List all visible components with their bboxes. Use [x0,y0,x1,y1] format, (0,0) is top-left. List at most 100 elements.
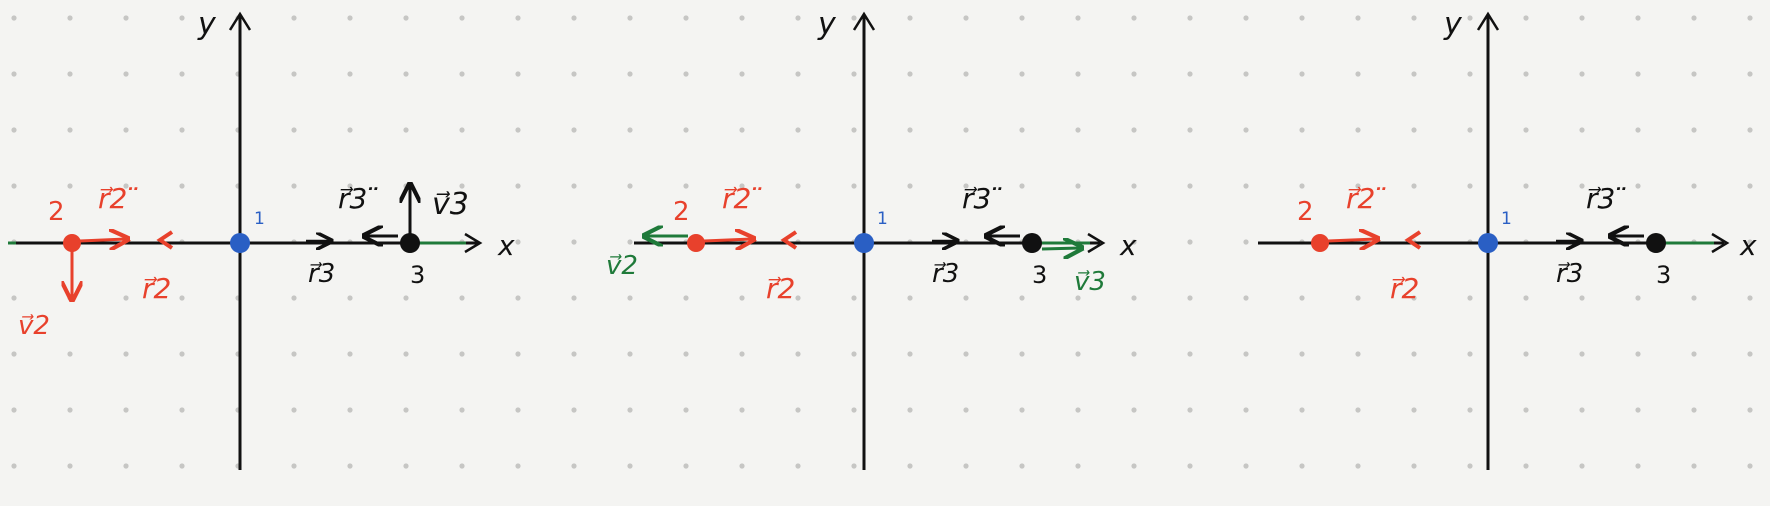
grid-dot [851,71,857,77]
grid-dot [1243,463,1249,469]
grid-dot [907,463,913,469]
grid-dot [459,295,465,301]
r3-acceleration-label: r⃗3 ̈ [962,182,1002,215]
r2-position-label: r⃗2 [142,272,171,305]
grid-dot [1411,183,1417,189]
grid-dot [1411,351,1417,357]
body-2 [63,234,81,252]
grid-dot [123,407,129,413]
body-3 [400,233,420,253]
grid-dot [1075,71,1081,77]
grid-dot [1187,407,1193,413]
grid-dot [1747,15,1753,21]
grid-dot [739,295,745,301]
grid-dot [963,71,969,77]
grid-dot [1187,295,1193,301]
grid-dot [1299,407,1305,413]
grid-dot [1187,127,1193,133]
grid-dot [1299,15,1305,21]
grid-dot [1467,71,1473,77]
grid-dot [795,183,801,189]
y-axis-label: y [197,7,217,42]
y-axis-arrowhead [852,11,876,31]
grid-dot [291,15,297,21]
grid-dot [739,351,745,357]
grid-dot [403,463,409,469]
grid-dot [739,183,745,189]
grid-dot [515,127,521,133]
grid-dot [459,127,465,133]
grid-dot [1019,183,1025,189]
grid-dot [1019,463,1025,469]
grid-dot [1243,183,1249,189]
grid-dot [1635,463,1641,469]
grid-dot [179,71,185,77]
grid-dot [291,295,297,301]
grid-dot [179,407,185,413]
r3-position-label: r⃗3 [1556,259,1583,289]
grid-dot [963,351,969,357]
grid-dot [739,127,745,133]
panel-1: x y 1 2 r⃗2 ̈ r⃗2 v⃗2 3 r⃗3 ̈ r⃗3 v⃗3 [8,7,515,470]
grid-dot [851,15,857,21]
body-3-label: 3 [410,261,425,289]
grid-dot [1131,295,1137,301]
grid-dot [1243,15,1249,21]
grid-dot [459,183,465,189]
grid-dot [1131,127,1137,133]
grid-dot [1523,127,1529,133]
grid-dot [1019,351,1025,357]
grid-dot [291,183,297,189]
grid-dot [347,127,353,133]
grid-dot [571,15,577,21]
grid-dot [1747,127,1753,133]
grid-dot [1523,295,1529,301]
grid-dot [1747,407,1753,413]
grid-dot [1131,71,1137,77]
grid-dot [1579,463,1585,469]
grid-dot [1411,463,1417,469]
grid-dot [1075,351,1081,357]
grid-dot [1299,71,1305,77]
grid-dot [123,71,129,77]
grid-dot [515,295,521,301]
grid-dot [347,183,353,189]
grid-dot [11,127,17,133]
grid-dot [1411,127,1417,133]
grid-dot [515,71,521,77]
grid-dot [1355,71,1361,77]
r2-acceleration-label: r⃗2 ̈ [1346,182,1386,215]
grid-dot [1075,407,1081,413]
grid-dot [1747,351,1753,357]
grid-dot [1747,183,1753,189]
grid-dot [67,351,73,357]
body-1-label: 1 [254,209,265,229]
grid-dot [627,127,633,133]
body-1-label: 1 [1501,209,1512,229]
grid-dot [1691,351,1697,357]
grid-dot [1579,351,1585,357]
r3-acceleration-label: r⃗3 ̈ [338,182,378,215]
red-arrowhead-mark [780,230,798,250]
grid-dot [1131,15,1137,21]
grid-dot [1747,71,1753,77]
grid-dot [1579,15,1585,21]
body-1-origin [230,233,250,253]
grid-dot [123,127,129,133]
grid-dot [1579,71,1585,77]
x-axis-label: x [1119,229,1137,262]
grid-dot [683,351,689,357]
grid-dot [1355,351,1361,357]
grid-dot [1523,407,1529,413]
grid-dot [123,463,129,469]
grid-dot [739,15,745,21]
grid-dot [851,407,857,413]
grid-dot [515,239,521,245]
grid-dot [291,407,297,413]
v3-velocity-arrow [1041,248,1080,249]
grid-dot [1523,463,1529,469]
grid-dot [1019,295,1025,301]
grid-dot [67,463,73,469]
grid-dot [1131,407,1137,413]
grid-dot [851,351,857,357]
